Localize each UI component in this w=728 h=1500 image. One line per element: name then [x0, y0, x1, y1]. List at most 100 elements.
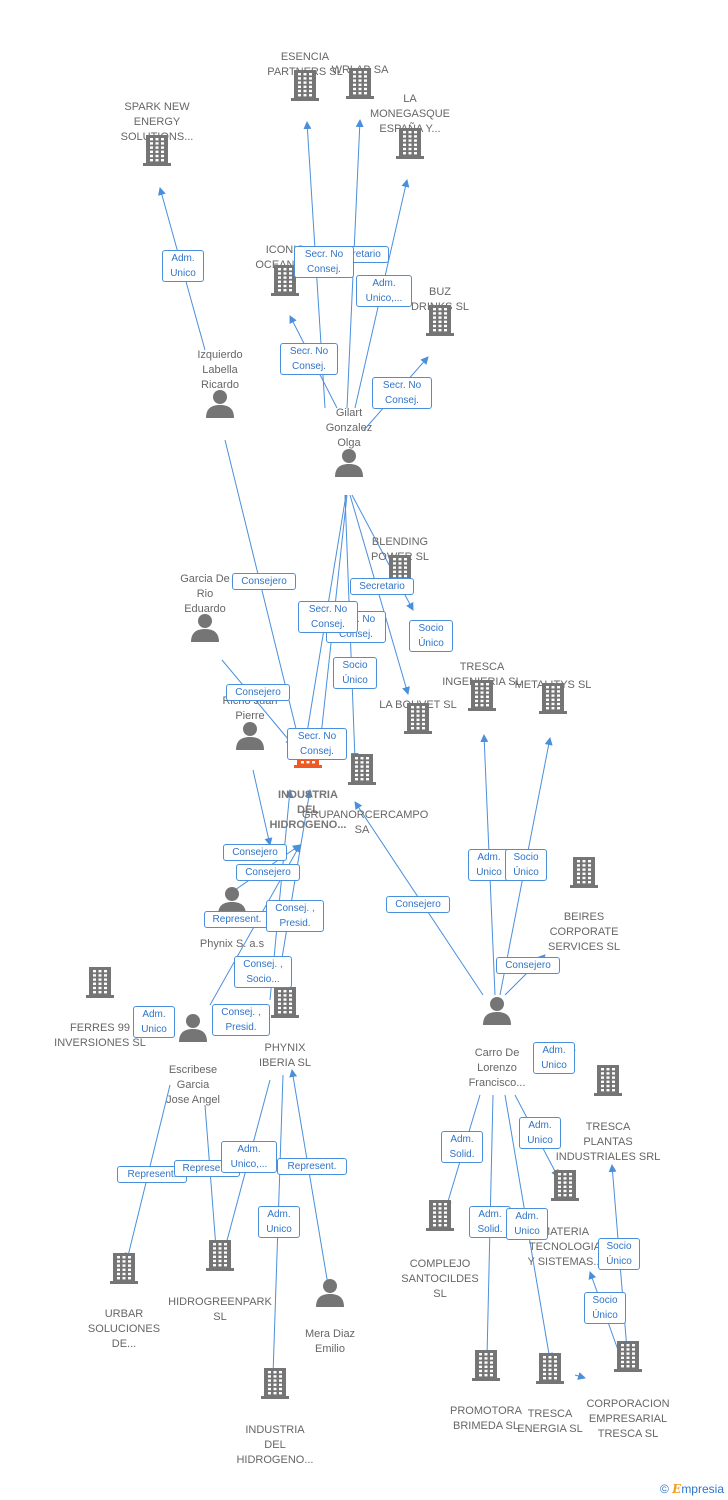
relation-label-16[interactable]: Adm. Unico: [468, 849, 510, 881]
building-icon-buz[interactable]: [380, 303, 500, 337]
relation-label-13[interactable]: Secr. No Consej.: [287, 728, 347, 760]
person-icon-gilart[interactable]: [289, 447, 409, 477]
node-label-industria_focus[interactable]: INDUSTRIA DEL HIDROGENO...: [248, 788, 368, 833]
edge-13: [252, 769, 273, 846]
building-icon-monegasque[interactable]: [350, 126, 470, 160]
relation-label-24[interactable]: Consej. , Presid.: [212, 1004, 270, 1036]
relation-label-20[interactable]: Consej. , Presid.: [266, 900, 324, 932]
node-label-text: Carro De Lorenzo Francisco...: [468, 1047, 526, 1089]
relation-label-19[interactable]: Represent.: [204, 911, 270, 928]
relation-label-6[interactable]: Consejero: [232, 573, 296, 590]
building-icon-bouvet[interactable]: [358, 701, 478, 735]
node-label-text: COMPLEJO SANTOCILDES SL: [401, 1258, 479, 1300]
node-label-hidrogreenpark[interactable]: HIDROGREENPARK SL: [160, 1295, 280, 1325]
node-label-phynix_iberia[interactable]: PHYNIX IBERIA SL: [225, 1041, 345, 1071]
relation-label-2[interactable]: Secr. No Consej.: [294, 246, 354, 278]
relation-label-25[interactable]: Adm. Unico: [533, 1042, 575, 1074]
relation-label-4[interactable]: Secr. No Consej.: [280, 343, 338, 375]
node-label-text: INDUSTRIA DEL HIDROGENO...: [236, 1424, 314, 1466]
node-label-text: HIDROGREENPARK SL: [168, 1296, 272, 1323]
relation-label-23[interactable]: Adm. Unico: [133, 1006, 175, 1038]
relation-label-27[interactable]: Adm. Unico: [519, 1117, 561, 1149]
building-icon-iconic[interactable]: [225, 263, 345, 297]
node-label-tresca_plantas[interactable]: TRESCA PLANTAS INDUSTRIALES SRL: [548, 1120, 668, 1165]
building-icon-wrlab[interactable]: [300, 66, 420, 100]
building-icon-industria2[interactable]: [215, 1366, 335, 1400]
relation-label-5[interactable]: Secr. No Consej.: [372, 377, 432, 409]
relation-label-7[interactable]: Secretario: [350, 578, 414, 595]
relation-label-18[interactable]: Consejero: [386, 896, 450, 913]
relation-label-33[interactable]: Adm. Solid.: [469, 1206, 511, 1238]
building-icon-hidrogreenpark[interactable]: [160, 1238, 280, 1272]
node-label-corporacion[interactable]: CORPORACION EMPRESARIAL TRESCA SL: [568, 1397, 688, 1442]
relation-label-9[interactable]: Secr. No Consej.: [298, 601, 358, 633]
node-label-carro[interactable]: Carro De Lorenzo Francisco...: [437, 1046, 557, 1091]
node-label-complejo[interactable]: COMPLEJO SANTOCILDES SL: [380, 1257, 500, 1302]
brand-name: mpresia: [681, 1482, 724, 1496]
node-label-materia[interactable]: MATERIA TECNOLOGIA Y SISTEMAS...: [505, 1225, 625, 1270]
relation-label-31[interactable]: Represent.: [277, 1158, 347, 1175]
node-label-izquierdo[interactable]: Izquierdo Labella Ricardo: [160, 348, 280, 393]
node-label-grupanorcercampo[interactable]: GRUPANORCERCAMPO SA: [302, 808, 429, 838]
edge-29: [574, 1372, 586, 1380]
relation-label-14[interactable]: Consejero: [223, 844, 287, 861]
node-label-beires[interactable]: BEIRES CORPORATE SERVICES SL: [524, 910, 644, 955]
person-icon-izquierdo[interactable]: [160, 388, 280, 418]
person-icon-richo[interactable]: [190, 720, 310, 750]
node-label-text: Izquierdo Labella Ricardo: [197, 349, 243, 391]
relation-label-32[interactable]: Adm. Unico: [258, 1206, 300, 1238]
building-icon-spark[interactable]: [97, 133, 217, 167]
building-icon-phynix_iberia[interactable]: [225, 985, 345, 1019]
building-icon-beires[interactable]: [524, 855, 644, 889]
building-icon-materia[interactable]: [505, 1168, 625, 1202]
node-label-phynix_sas[interactable]: Phynix S. a.s: [172, 937, 292, 952]
relation-label-22[interactable]: Consej. , Socio...: [234, 956, 292, 988]
node-label-ferres[interactable]: FERRES 99 INVERSIONES SL: [40, 1021, 160, 1051]
relation-label-11[interactable]: Socio Único: [333, 657, 377, 689]
node-label-text: Garcia De Rio Eduardo: [180, 573, 230, 615]
empresia-brand[interactable]: © Empresia: [660, 1482, 724, 1496]
relation-label-3[interactable]: Adm. Unico,...: [356, 275, 412, 307]
node-label-text: MATERIA TECNOLOGIA Y SISTEMAS...: [527, 1226, 603, 1268]
relation-label-0[interactable]: Adm. Unico: [162, 250, 204, 282]
node-label-text: TRESCA PLANTAS INDUSTRIALES SRL: [555, 1121, 661, 1163]
node-label-industria2[interactable]: INDUSTRIA DEL HIDROGENO...: [215, 1423, 335, 1468]
node-label-urbar[interactable]: URBAR SOLUCIONES DE...: [64, 1307, 184, 1352]
relation-label-34[interactable]: Adm. Unico: [506, 1208, 548, 1240]
node-label-garcia[interactable]: Garcia De Rio Eduardo: [145, 572, 265, 617]
node-label-gilart[interactable]: Gilart Gonzalez Olga: [289, 406, 409, 451]
building-icon-tresca_plantas[interactable]: [548, 1063, 668, 1097]
relation-label-12[interactable]: Consejero: [226, 684, 290, 701]
building-icon-ferres[interactable]: [40, 965, 160, 999]
node-label-text: GRUPANORCERCAMPO SA: [302, 809, 429, 836]
building-icon-grupanorcercampo[interactable]: [302, 752, 422, 786]
relation-label-26[interactable]: Adm. Solid.: [441, 1131, 483, 1163]
node-label-text: Escribese Garcia Jose Angel: [166, 1064, 220, 1106]
building-icon-esencia[interactable]: [245, 68, 365, 102]
node-label-text: Phynix S. a.s: [199, 938, 265, 950]
person-icon-escribese[interactable]: [133, 1012, 253, 1042]
relation-label-10[interactable]: Socio Único: [409, 620, 453, 652]
building-icon-corporacion[interactable]: [568, 1339, 688, 1373]
relation-label-17[interactable]: Socio Único: [505, 849, 547, 881]
node-label-text: FERRES 99 INVERSIONES SL: [54, 1022, 146, 1049]
person-icon-carro[interactable]: [437, 995, 557, 1025]
relation-label-15[interactable]: Consejero: [236, 864, 300, 881]
building-icon-tresca_ing[interactable]: [422, 678, 542, 712]
relation-label-21[interactable]: Consejero: [496, 957, 560, 974]
node-label-tresca_energia[interactable]: TRESCA ENERGIA SL: [490, 1407, 610, 1437]
node-label-mera[interactable]: Mera Diaz Emilio: [270, 1327, 390, 1357]
relation-label-30[interactable]: Adm. Unico,...: [221, 1141, 277, 1173]
node-label-escribese[interactable]: Escribese Garcia Jose Angel: [133, 1063, 253, 1108]
relation-label-36[interactable]: Socio Único: [584, 1292, 626, 1324]
person-icon-garcia[interactable]: [145, 612, 265, 642]
building-icon-tresca_energia[interactable]: [490, 1351, 610, 1385]
person-icon-mera[interactable]: [270, 1277, 390, 1307]
building-icon-urbar[interactable]: [64, 1251, 184, 1285]
relation-label-35[interactable]: Socio Único: [598, 1238, 640, 1270]
building-icon-metalitys[interactable]: [493, 681, 613, 715]
node-label-text: Mera Diaz Emilio: [304, 1328, 356, 1355]
node-label-promotora[interactable]: PROMOTORA BRIMEDA SL: [426, 1404, 546, 1434]
building-icon-complejo[interactable]: [380, 1198, 500, 1232]
building-icon-promotora[interactable]: [426, 1348, 546, 1382]
